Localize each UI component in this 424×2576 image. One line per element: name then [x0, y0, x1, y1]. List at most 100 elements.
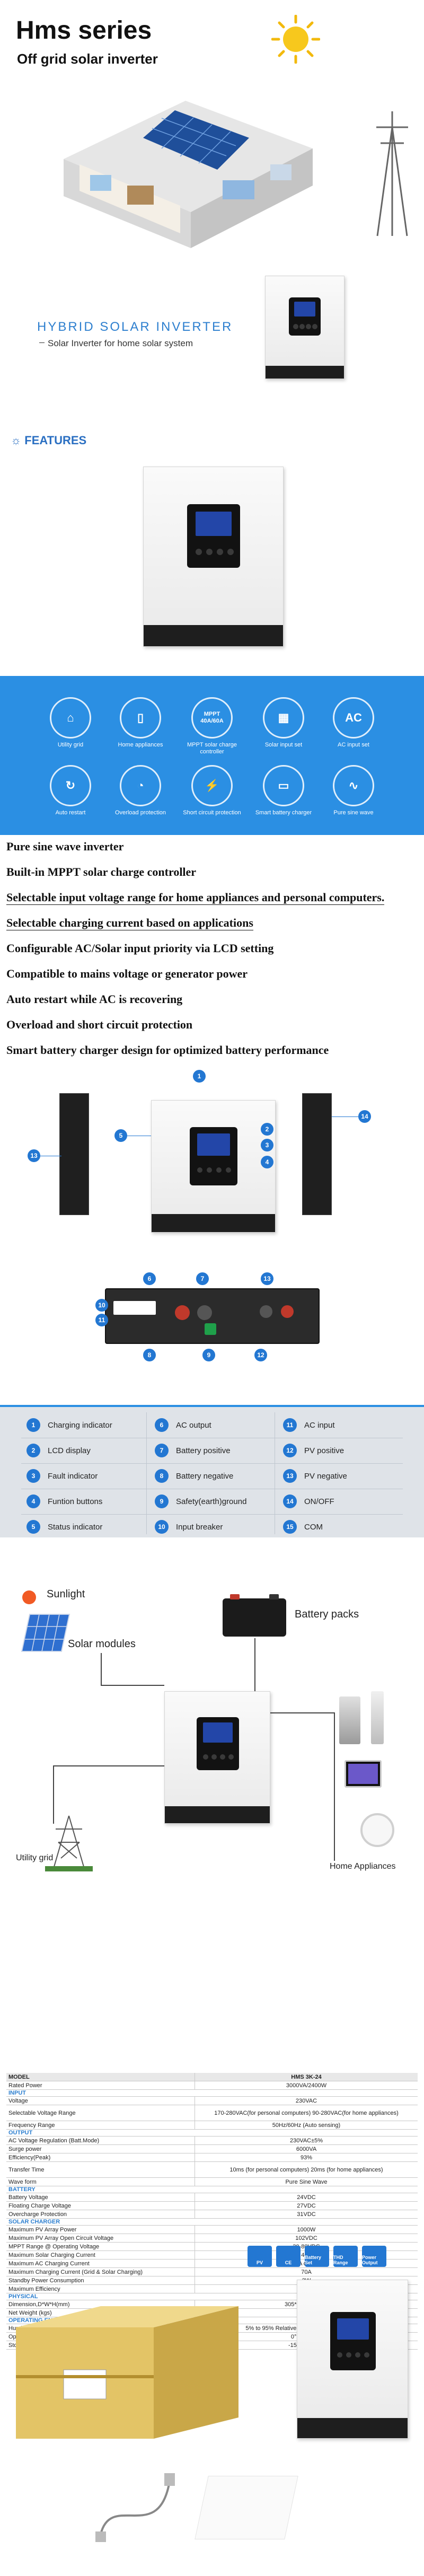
feature-icon-short-circuit: ⚡ Short circuit protection — [183, 765, 241, 816]
spec-row: Wave form Pure Sine Wave — [6, 2178, 418, 2186]
feature-line: Smart battery charger design for optimiz… — [6, 1043, 329, 1057]
hero-section: Hms series Off grid solar inverter — [0, 0, 424, 382]
spec-key: Dimension,D*W*H(mm) — [8, 2301, 70, 2308]
inverter-base — [152, 1214, 275, 1232]
callout-11: 11 — [95, 1314, 108, 1326]
packaging-box-illustration — [16, 2306, 238, 2439]
terminal-block — [113, 1301, 156, 1315]
inverter-base — [266, 366, 344, 379]
spec-key: Maximum PV Array Power — [8, 2226, 77, 2233]
spec-key: Standby Power Consumption — [8, 2277, 84, 2284]
spec-key: BATTERY — [8, 2186, 36, 2193]
spec-value: Pure Sine Wave — [195, 2178, 418, 2186]
spec-row: AC Voltage Regulation (Batt.Mode)230VAC±… — [6, 2137, 418, 2145]
spec-row: Efficiency(Peak) 93% — [6, 2153, 418, 2162]
lcd-panel — [330, 2312, 376, 2370]
spec-key: Maximum AC Charging Current — [8, 2260, 90, 2267]
features-inverter — [143, 467, 284, 647]
utility-grid-icon: ⌂ — [50, 697, 91, 738]
ground-terminal — [205, 1323, 216, 1335]
battery-positive-terminal — [175, 1305, 190, 1320]
feature-icon-solar-input: ▦ Solar input set — [254, 697, 313, 749]
callout-3: 3 — [261, 1139, 273, 1151]
spec-key: Maximum Charging Current (Grid & Solar C… — [8, 2269, 143, 2275]
lightning-icon: ⚡ — [191, 765, 233, 806]
restart-icon: ↻ — [50, 765, 91, 806]
sun-mini-icon: ☼ — [11, 434, 22, 447]
feature-line: Configurable AC/Solar input priority via… — [6, 942, 274, 955]
hybrid-subtitle: Solar Inverter for home solar system — [48, 338, 193, 348]
hero-title: Hms series — [16, 16, 152, 45]
spec-key: Selectable Voltage Range — [8, 2109, 76, 2116]
battery-icon: ▭ — [263, 765, 304, 806]
spec-value: 93% — [195, 2153, 418, 2161]
hybrid-title: HYBRID SOLAR INVERTER — [37, 320, 233, 334]
spec-key: Overcharge Protection — [8, 2211, 67, 2218]
feature-line: Auto restart while AC is recovering — [6, 992, 183, 1006]
feature-line: Selectable charging current based on app… — [6, 916, 253, 930]
lcd-panel — [197, 1717, 239, 1770]
battery-packs-label: Battery packs — [295, 1608, 359, 1620]
spec-row: Selectable Voltage Range 170-280VAC(for p… — [6, 2105, 418, 2121]
pv-positive-terminal — [281, 1305, 294, 1318]
callout-13-left: 13 — [28, 1149, 40, 1162]
callout-12: 12 — [254, 1349, 267, 1361]
ac-icon: AC — [333, 697, 374, 738]
inverter-base — [297, 2418, 408, 2438]
front-inverter — [151, 1100, 276, 1233]
feature-icon-mppt: MPPT 40A/60A MPPT solar charge controlle… — [183, 697, 241, 755]
spec-value: 170-280VAC(for personal computers) 90-28… — [195, 2105, 418, 2121]
feature-line: Pure sine wave inverter — [6, 840, 124, 853]
spec-value: 31VDC — [195, 2210, 418, 2218]
battery-pack-icon — [223, 1594, 286, 1637]
spec-key: SOLAR CHARGER — [8, 2219, 60, 2225]
callout-6: 6 — [143, 1272, 156, 1285]
spec-value: 6000VA — [195, 2145, 418, 2153]
lcd-screen — [294, 302, 315, 316]
feature-icon-band: ⌂ Utility grid ▯ Home appliances MPPT 40… — [0, 676, 424, 835]
hybrid-dash — [39, 342, 45, 343]
home-appliances-label: Home Appliances — [330, 1862, 396, 1871]
spec-key: PHYSICAL — [8, 2293, 38, 2300]
spec-row: Overcharge Protection 31VDC — [6, 2210, 418, 2219]
spec-key: Floating Charge Voltage — [8, 2202, 72, 2209]
solar-modules-label: Solar modules — [68, 1638, 136, 1650]
house-cutaway-illustration — [64, 101, 313, 248]
callout-9: 9 — [202, 1349, 215, 1361]
spec-category-row: OUTPUT — [6, 2130, 418, 2137]
spec-value: 1000W — [195, 2226, 418, 2234]
feature-line: Built-in MPPT solar charge controller — [6, 865, 197, 878]
spec-key: Wave form — [8, 2178, 37, 2185]
spec-value — [195, 2130, 418, 2136]
spec-value — [195, 2186, 418, 2193]
lcd-screen — [203, 1722, 233, 1743]
hero-inverter — [265, 276, 344, 379]
spec-key: Voltage — [8, 2097, 28, 2104]
refrigerator-icon — [339, 1696, 360, 1744]
spec-value: 102VDC — [195, 2234, 418, 2242]
user-manual-icon — [195, 2476, 298, 2539]
feature-icon-utility-grid: ⌂ Utility grid — [41, 697, 100, 749]
solar-modules-icon — [21, 1614, 70, 1652]
pv-negative-terminal — [260, 1305, 272, 1318]
spec-category-row: INPUT — [6, 2090, 418, 2097]
spec-value: 3000VA/2400W — [195, 2081, 418, 2089]
fan-icon — [360, 1813, 394, 1847]
spec-key: Maximum PV Array Open Circuit Voltage — [8, 2235, 114, 2241]
spec-key: Efficiency(Peak) — [8, 2154, 51, 2161]
callout-14: 14 — [358, 1110, 371, 1123]
cert-badge-ce: CE — [276, 2246, 301, 2267]
spec-key: Frequency Range — [8, 2122, 55, 2129]
inverter-base — [165, 1806, 270, 1823]
